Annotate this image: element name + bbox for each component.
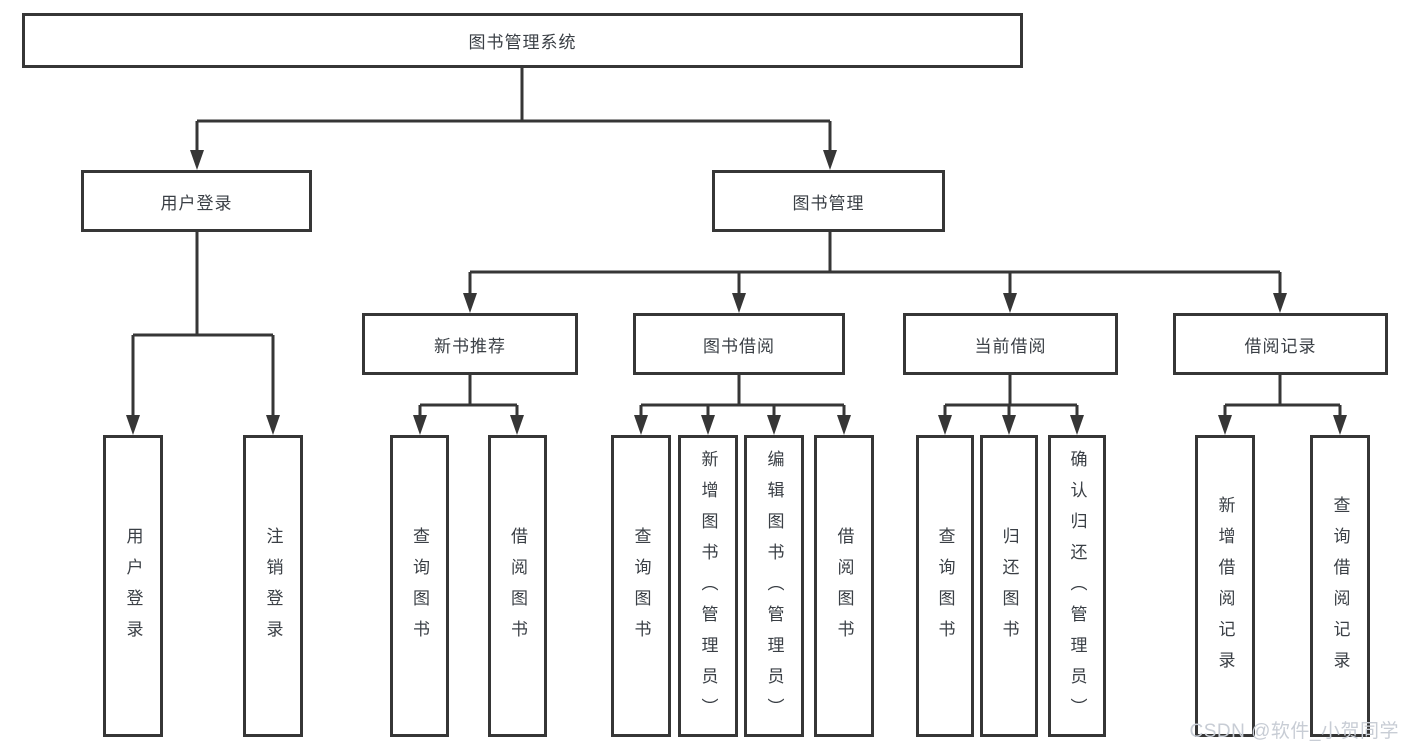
arrowhead-down-icon bbox=[413, 415, 427, 435]
leaf-edit-book-admin: 编辑图书（管理员） bbox=[744, 435, 804, 737]
arrowhead-down-icon bbox=[1333, 415, 1347, 435]
arrowhead-down-icon bbox=[463, 293, 477, 313]
arrowhead-down-icon bbox=[938, 415, 952, 435]
node-borrow-records: 借阅记录 bbox=[1173, 313, 1388, 375]
arrowhead-down-icon bbox=[190, 150, 204, 170]
leaf-add-borrow-record: 新增借阅记录 bbox=[1195, 435, 1255, 737]
watermark: CSDN @软件_小贺同学 bbox=[1189, 721, 1399, 742]
arrowhead-down-icon bbox=[837, 415, 851, 435]
leaf-query-borrow-record: 查询借阅记录 bbox=[1310, 435, 1370, 737]
arrowhead-down-icon bbox=[510, 415, 524, 435]
connector-bookmgmt-to-level3 bbox=[468, 232, 1282, 295]
leaf-logout: 注销登录 bbox=[243, 435, 303, 737]
arrowhead-down-icon bbox=[1003, 293, 1017, 313]
node-new-book-recommend: 新书推荐 bbox=[362, 313, 578, 375]
node-book-borrow: 图书借阅 bbox=[633, 313, 845, 375]
arrowhead-down-icon bbox=[126, 415, 140, 435]
arrowhead-down-icon bbox=[823, 150, 837, 170]
leaf-query-books-borrow: 查询图书 bbox=[611, 435, 671, 737]
connector-bookborrow-to-leaves bbox=[639, 375, 846, 417]
arrowhead-down-icon bbox=[266, 415, 280, 435]
arrowhead-down-icon bbox=[1070, 415, 1084, 435]
connector-borrowrecord-to-leaves bbox=[1223, 375, 1342, 417]
leaf-user-login: 用户登录 bbox=[103, 435, 163, 737]
leaf-borrow-books-newbook: 借阅图书 bbox=[488, 435, 547, 737]
connector-currentborrow-to-leaves bbox=[943, 375, 1079, 417]
arrowhead-down-icon bbox=[701, 415, 715, 435]
leaf-query-books-current: 查询图书 bbox=[916, 435, 974, 737]
connector-newbook-to-leaves bbox=[418, 375, 519, 417]
leaf-confirm-return-admin: 确认归还（管理员） bbox=[1048, 435, 1106, 737]
leaf-query-books-newbook: 查询图书 bbox=[390, 435, 449, 737]
arrowhead-down-icon bbox=[732, 293, 746, 313]
connector-root-to-level2 bbox=[195, 68, 832, 152]
arrowhead-down-icon bbox=[1218, 415, 1232, 435]
leaf-borrow-books-borrow: 借阅图书 bbox=[814, 435, 874, 737]
node-current-borrow: 当前借阅 bbox=[903, 313, 1118, 375]
arrowhead-down-icon bbox=[1002, 415, 1016, 435]
arrowhead-down-icon bbox=[1273, 293, 1287, 313]
leaf-add-book-admin: 新增图书（管理员） bbox=[678, 435, 738, 737]
leaf-return-book: 归还图书 bbox=[980, 435, 1038, 737]
connector-userlogin-to-leaves bbox=[131, 232, 275, 417]
node-book-management: 图书管理 bbox=[712, 170, 945, 232]
arrowhead-down-icon bbox=[634, 415, 648, 435]
node-root: 图书管理系统 bbox=[22, 13, 1023, 68]
arrowhead-down-icon bbox=[767, 415, 781, 435]
node-user-login: 用户登录 bbox=[81, 170, 312, 232]
